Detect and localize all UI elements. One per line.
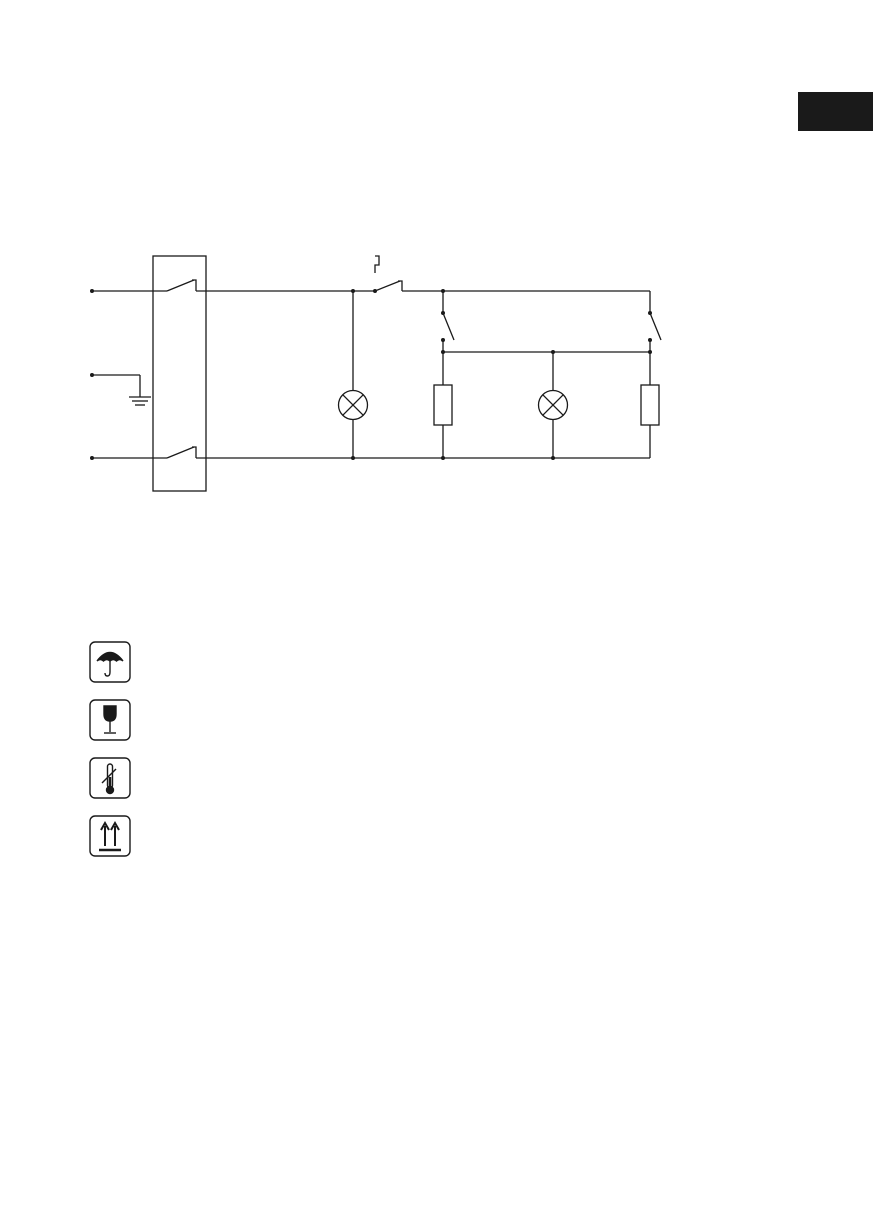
heating-element-2-icon bbox=[641, 352, 659, 458]
selector-switch-1-icon bbox=[441, 289, 454, 352]
indicator-lamp-1-icon bbox=[339, 289, 368, 460]
selector-switch-2-icon bbox=[648, 291, 661, 352]
thermostat-icon bbox=[353, 256, 650, 293]
fragile-icon bbox=[89, 699, 131, 741]
wiring-diagram bbox=[0, 0, 873, 600]
main-switch-pole-top bbox=[92, 280, 353, 291]
keep-dry-icon bbox=[89, 641, 131, 683]
indicator-lamp-2-icon bbox=[539, 352, 568, 460]
ground-icon bbox=[92, 375, 151, 405]
heating-element-1-icon bbox=[434, 352, 452, 460]
main-switch-pole-bottom bbox=[92, 447, 650, 458]
temperature-limit-icon bbox=[89, 757, 131, 799]
this-way-up-icon bbox=[89, 815, 131, 857]
